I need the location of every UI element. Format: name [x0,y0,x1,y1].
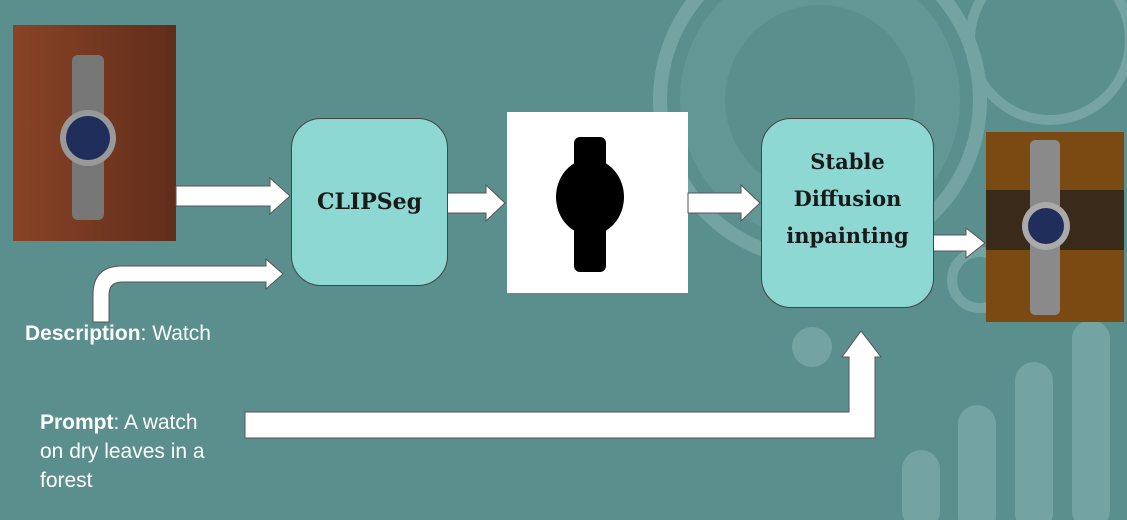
input-photo [13,25,176,241]
sd-label-line3: inpainting [786,222,909,248]
arrow-photo-to-clipseg [175,176,291,216]
output-image [986,132,1124,322]
prompt-label: Prompt: A watch on dry leaves in a fores… [40,408,205,495]
arrow-mask-to-sd [687,183,761,223]
description-value: : Watch [140,322,211,345]
arrow-description-to-clipseg [92,257,284,323]
description-key: Description [25,322,141,345]
prompt-value-line3: forest [40,469,93,492]
arrow-clipseg-to-mask [446,183,506,223]
arrow-sd-to-output [932,226,986,260]
prompt-value-line2: on dry leaves in a [40,440,205,463]
clipseg-label: CLIPSeg [316,189,423,215]
mask-image [507,112,688,293]
description-label: Description: Watch [25,319,211,348]
sd-label-line1: Stable [810,148,885,174]
prompt-value-line1: : A watch [113,411,198,434]
sd-label-line2: Diffusion [793,185,902,211]
clipseg-node: CLIPSeg [291,118,448,286]
stable-diffusion-node: Stable Diffusion inpainting [761,118,934,308]
arrow-prompt-to-sd [244,330,883,439]
prompt-key: Prompt [40,411,114,434]
